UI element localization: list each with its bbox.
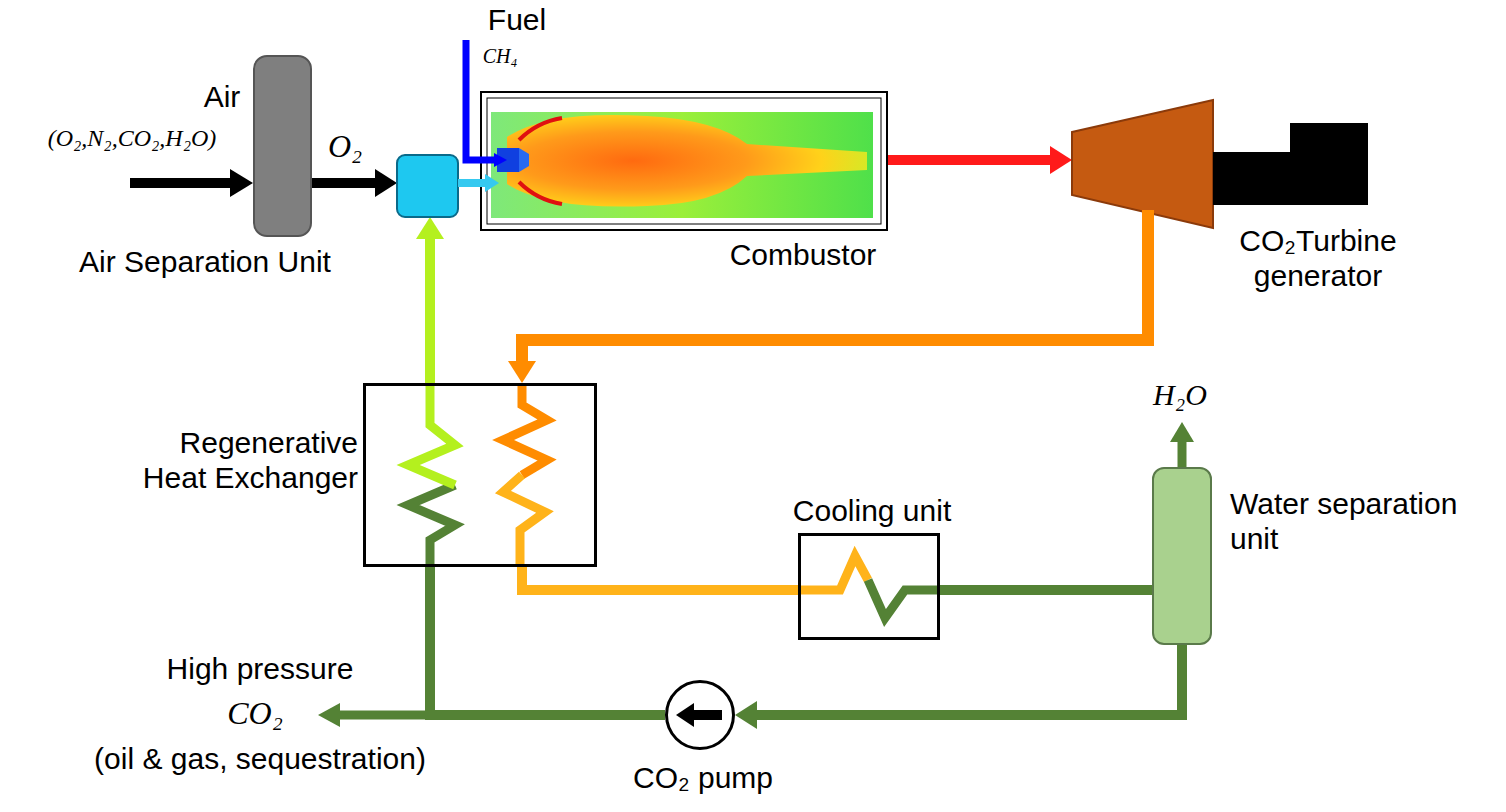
combustor: Combustor bbox=[397, 92, 887, 217]
arrow-head bbox=[416, 217, 444, 239]
air-inlet bbox=[130, 178, 232, 188]
co2-pump: CO₂ pump bbox=[665, 680, 735, 750]
turbine-drawing bbox=[1072, 100, 1368, 228]
connector-line bbox=[887, 155, 1054, 165]
cold-coil bbox=[408, 485, 455, 567]
combustor-drawing bbox=[397, 92, 887, 230]
node-label: Regenerative Heat Exchanger bbox=[118, 426, 358, 495]
co2-export bbox=[338, 711, 432, 720]
arrow-head bbox=[375, 169, 397, 197]
connector-line bbox=[522, 567, 798, 590]
cooling-unit: Cooling unit bbox=[798, 533, 940, 640]
cooler-coil-cold bbox=[868, 580, 940, 618]
hot-coil-outlet bbox=[503, 475, 545, 567]
flow-connector bbox=[416, 217, 444, 383]
node-label: Combustor bbox=[693, 238, 913, 273]
arrow-head bbox=[735, 701, 757, 729]
flow-connector bbox=[508, 228, 1148, 383]
arrow-head bbox=[508, 361, 536, 383]
node-label: CO₂ pump bbox=[603, 761, 803, 796]
connector-line bbox=[425, 235, 435, 383]
separation-unit: Air Separation Unit bbox=[253, 55, 312, 237]
input-label: Air bbox=[22, 80, 422, 115]
flow-connector bbox=[735, 645, 1182, 729]
flow-connector bbox=[312, 169, 397, 197]
node-label: Cooling unit bbox=[752, 494, 992, 529]
connector-line bbox=[522, 228, 1148, 365]
connector-line bbox=[430, 567, 665, 715]
node-label: Air Separation Unit bbox=[75, 245, 335, 280]
turbine-generator: CO₂Turbine generator bbox=[1072, 100, 1368, 228]
formula-label: H₂O bbox=[980, 378, 1380, 413]
arrow-head bbox=[1050, 146, 1072, 174]
heat-exchanger: Regenerative Heat Exchanger bbox=[363, 383, 597, 567]
connector-line bbox=[753, 645, 1182, 715]
connector-line bbox=[940, 585, 1152, 595]
connector-line bbox=[312, 178, 379, 188]
cooler-coil-hot bbox=[798, 556, 868, 590]
water-outlet-head bbox=[1170, 422, 1194, 442]
input-label: Fuel bbox=[317, 3, 717, 38]
output-label: High pressure bbox=[60, 652, 460, 687]
node-label: Water separation unit bbox=[1230, 487, 1480, 556]
water-separator: Water separation unit bbox=[1152, 467, 1212, 645]
formula-label: CH₄ bbox=[300, 45, 700, 68]
flow-connector bbox=[522, 567, 798, 590]
pump-arrow bbox=[668, 683, 732, 747]
air-inlet-head bbox=[230, 169, 253, 197]
flow-connector bbox=[887, 146, 1072, 174]
flow-connector bbox=[430, 567, 665, 715]
hot-coil bbox=[503, 383, 547, 475]
output-label: (oil & gas, sequestration) bbox=[60, 742, 460, 777]
node-label: CO₂Turbine generator bbox=[1213, 224, 1423, 293]
formula-label: CO₂ bbox=[55, 695, 455, 732]
co2-export-head bbox=[318, 703, 340, 727]
flow-connector bbox=[940, 590, 1152, 591]
cold-coil-outlet bbox=[408, 383, 455, 485]
